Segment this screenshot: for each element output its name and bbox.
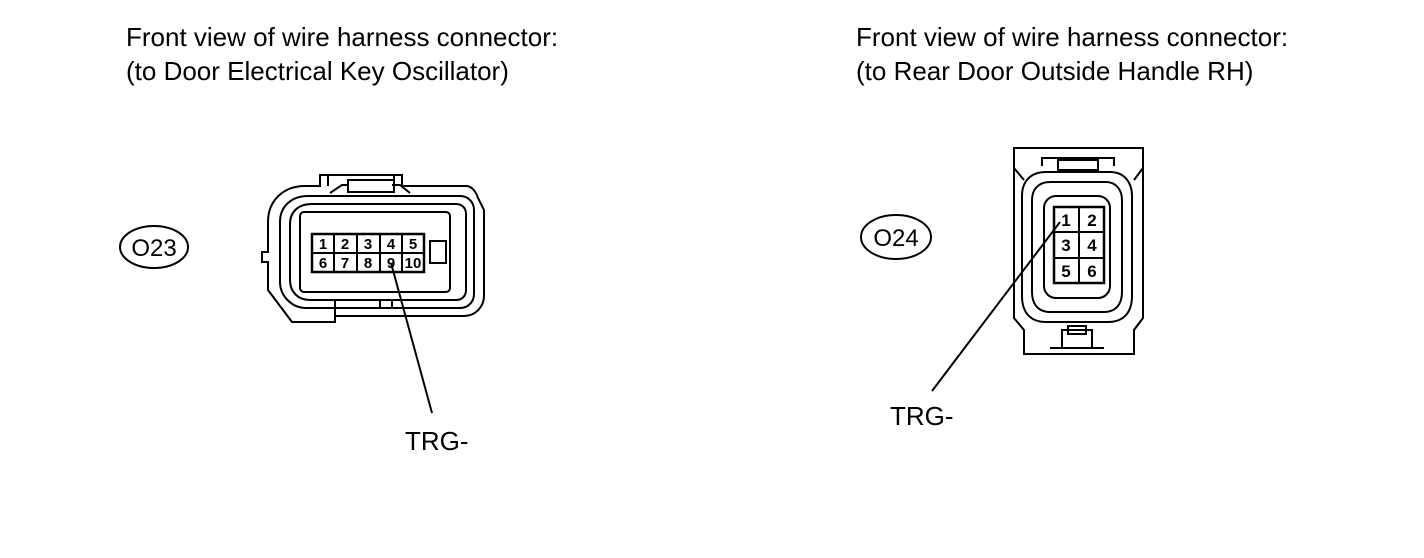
left-connector-id-badge xyxy=(119,225,189,269)
left-pin-10: 10 xyxy=(405,255,422,272)
left-connector-body xyxy=(261,174,485,323)
right-connector-id-badge xyxy=(860,214,932,260)
right-pin-3: 3 xyxy=(1061,236,1070,255)
left-connector-caption: Front view of wire harness connector: (t… xyxy=(126,20,558,88)
right-signal-label: TRG- xyxy=(890,401,954,431)
left-pin-6: 6 xyxy=(319,255,327,272)
left-pin-2: 2 xyxy=(341,236,349,253)
right-pin-labels: 1 2 3 4 5 6 xyxy=(1061,211,1097,281)
right-connector-caption: Front view of wire harness connector: (t… xyxy=(856,20,1288,88)
right-pin-5: 5 xyxy=(1061,262,1070,281)
left-signal-label: TRG- xyxy=(405,426,469,456)
right-pin-4: 4 xyxy=(1087,236,1097,255)
right-pin-1: 1 xyxy=(1061,211,1070,230)
left-leader-line xyxy=(390,262,433,414)
right-pin-6: 6 xyxy=(1087,262,1096,281)
right-caption-line2: (to Rear Door Outside Handle RH) xyxy=(856,56,1254,86)
left-pin-1: 1 xyxy=(319,236,327,253)
left-pin-3: 3 xyxy=(364,236,372,253)
left-caption-line1: Front view of wire harness connector: xyxy=(126,22,559,52)
left-pin-4: 4 xyxy=(387,236,396,253)
right-connector-id: O24 xyxy=(873,225,918,252)
right-caption-line1: Front view of wire harness connector: xyxy=(856,22,1289,52)
left-connector-id: O23 xyxy=(131,235,176,262)
right-pin-2: 2 xyxy=(1087,211,1096,230)
right-connector-body xyxy=(1013,147,1144,355)
left-caption-line2: (to Door Electrical Key Oscillator) xyxy=(126,56,509,86)
left-pin-5: 5 xyxy=(409,236,417,253)
right-leader-line xyxy=(931,221,1061,392)
left-pin-7: 7 xyxy=(341,255,349,272)
left-pin-8: 8 xyxy=(364,255,372,272)
